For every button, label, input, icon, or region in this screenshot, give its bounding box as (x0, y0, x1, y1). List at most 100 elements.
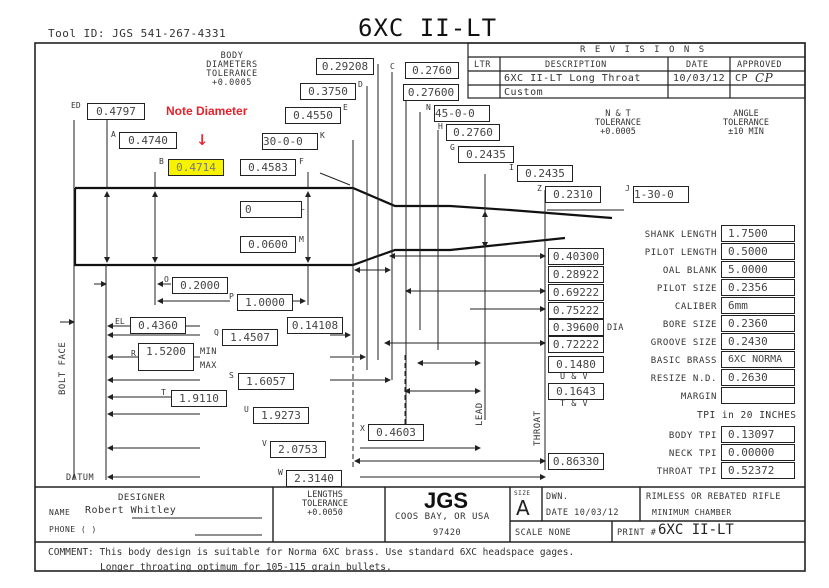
dim-i: 0.2435 (517, 165, 573, 182)
rev-row-date: 10/03/12 (673, 73, 726, 84)
bolt-face-label: BOLT FACE (58, 341, 68, 395)
frame-border (34, 42, 806, 572)
dim-m: 0.0600 (240, 236, 296, 253)
spec-pilot-length: 0.5000 (721, 243, 795, 260)
dim-d: 0.3750 (300, 83, 356, 100)
spec-resize-nd: 0.2630 (721, 369, 795, 386)
rev-row2-description: Custom (504, 87, 544, 98)
title-block (35, 486, 805, 543)
dim-t: 1.9110 (171, 390, 227, 407)
label-q: Q (214, 328, 219, 337)
right-dim: 0.40300 (548, 248, 604, 265)
designer-heading: DESIGNER (118, 493, 166, 503)
tool-id: Tool ID: JGS 541-267-4331 (48, 27, 227, 40)
dim-x: 0.4603 (368, 424, 424, 441)
label-u: U (244, 405, 249, 414)
tpi-body: 0.13097 (721, 426, 795, 443)
label-w: W (278, 468, 283, 477)
spec-shank-length: 1.7500 (721, 225, 795, 242)
comment-line2: Longer throating optimum for 105-115 gra… (100, 562, 392, 573)
r-min: MIN (200, 347, 217, 357)
right-dim: 0.86330 (548, 453, 604, 470)
label-ed: ED (71, 101, 81, 110)
dim-z: 0.2310 (545, 186, 601, 203)
chamber-type-line1: RIMLESS OR REBATED RIFLE (646, 492, 781, 502)
print-number: 6XC II-LT (658, 522, 734, 538)
company-logo: JGS (424, 488, 469, 513)
rev-col-approved: APPROVED (737, 60, 782, 70)
right-dim: 0.1480 (548, 356, 604, 373)
dim-k: 30-0-0 (262, 133, 318, 150)
spec-basic-brass: 6XC NORMA (721, 351, 795, 368)
label-j: J (625, 184, 630, 193)
name-label: NAME (49, 508, 71, 517)
tpi-neck: 0.00000 (721, 444, 795, 461)
dim-u: 1.9273 (253, 407, 309, 424)
dim-v: 2.0753 (270, 441, 326, 458)
dim-e: 0.4550 (285, 107, 341, 124)
label-v: V (262, 439, 267, 448)
comment-line1: COMMENT: This body design is suitable fo… (48, 547, 575, 558)
label-c: C (390, 62, 395, 71)
spec-bore-size: 0.2360 (721, 315, 795, 332)
right-dim: 0.28922 (548, 266, 604, 283)
dim-o: 0.2000 (172, 277, 228, 294)
datum-label: DATUM (66, 473, 95, 483)
dim-h: 0.2760 (446, 124, 500, 141)
uv-note: U & V (560, 372, 589, 382)
spec-caliber: 6mm (721, 297, 795, 314)
angle-tolerance-note: ANGLE TOLERANCE ±10 MIN (722, 109, 770, 137)
dim-c: 0.2760 (405, 62, 459, 79)
label-n: N (426, 103, 431, 112)
label-s: S (229, 371, 234, 380)
rev-col-ltr: LTR (474, 60, 491, 70)
drawing-title: 6XC II-LT (358, 14, 498, 42)
dim-w: 2.3140 (286, 470, 342, 487)
right-dim: 0.69222 (548, 284, 604, 301)
tpi-throat: 0.52372 (721, 462, 795, 479)
right-dim: 0.1643 (548, 383, 604, 400)
dim-el: 0.4360 (130, 317, 186, 334)
dim-j: 1-30-0 (633, 186, 689, 203)
label-p: P (229, 292, 234, 301)
right-dim: 0.72222 (548, 336, 604, 353)
right-dim: 0.75222 (548, 302, 604, 319)
dim-q: 1.4507 (222, 329, 278, 346)
label-l: L (300, 203, 305, 212)
company-city: COOS BAY, OR USA (395, 512, 490, 522)
spec-oal-blank: 5.0000 (721, 261, 795, 278)
dim-ed: 0.4797 (87, 103, 145, 120)
phone-label: PHONE ( ) (49, 525, 97, 534)
throat-label: THROAT (533, 410, 543, 446)
date-label: DATE 10/03/12 (546, 508, 620, 518)
revisions-table (467, 42, 806, 99)
dim-a: 0.4740 (119, 132, 177, 149)
label-m: M (299, 235, 304, 244)
dim-c2: 0.27600 (403, 84, 459, 101)
designer-name: Robert Whitley (85, 505, 177, 516)
dim-g: 0.2435 (458, 146, 514, 163)
rev-row-approved: CP (735, 73, 749, 84)
size-value: A (516, 496, 530, 520)
dim-r: 1.5200 (138, 343, 194, 371)
label-r: R (131, 349, 136, 358)
dim-l: 0 (240, 201, 302, 218)
dim-b-highlighted: 0.4714 (168, 159, 224, 176)
note-arrow-icon: ↓ (196, 126, 209, 150)
label-d: D (358, 80, 363, 89)
label-t: T (161, 388, 166, 397)
label-k: K (320, 131, 325, 140)
size-label: SIZE (514, 490, 531, 497)
spec-margin (721, 387, 795, 404)
scale-label: SCALE NONE (515, 528, 572, 538)
company-zip: 97420 (433, 528, 462, 538)
tv-note: T & V (560, 399, 589, 409)
dim-p: 1.0000 (237, 294, 293, 311)
nt-tolerance-note: N & T TOLERANCE +0.0005 (594, 109, 642, 137)
label-h: H (438, 122, 443, 131)
approved-signature: CP (755, 71, 774, 85)
spec-pilot-size: 0.2356 (721, 279, 795, 296)
chamber-type-line2: MINIMUM CHAMBER (652, 508, 732, 517)
dim-q-b: 0.14108 (287, 317, 343, 334)
